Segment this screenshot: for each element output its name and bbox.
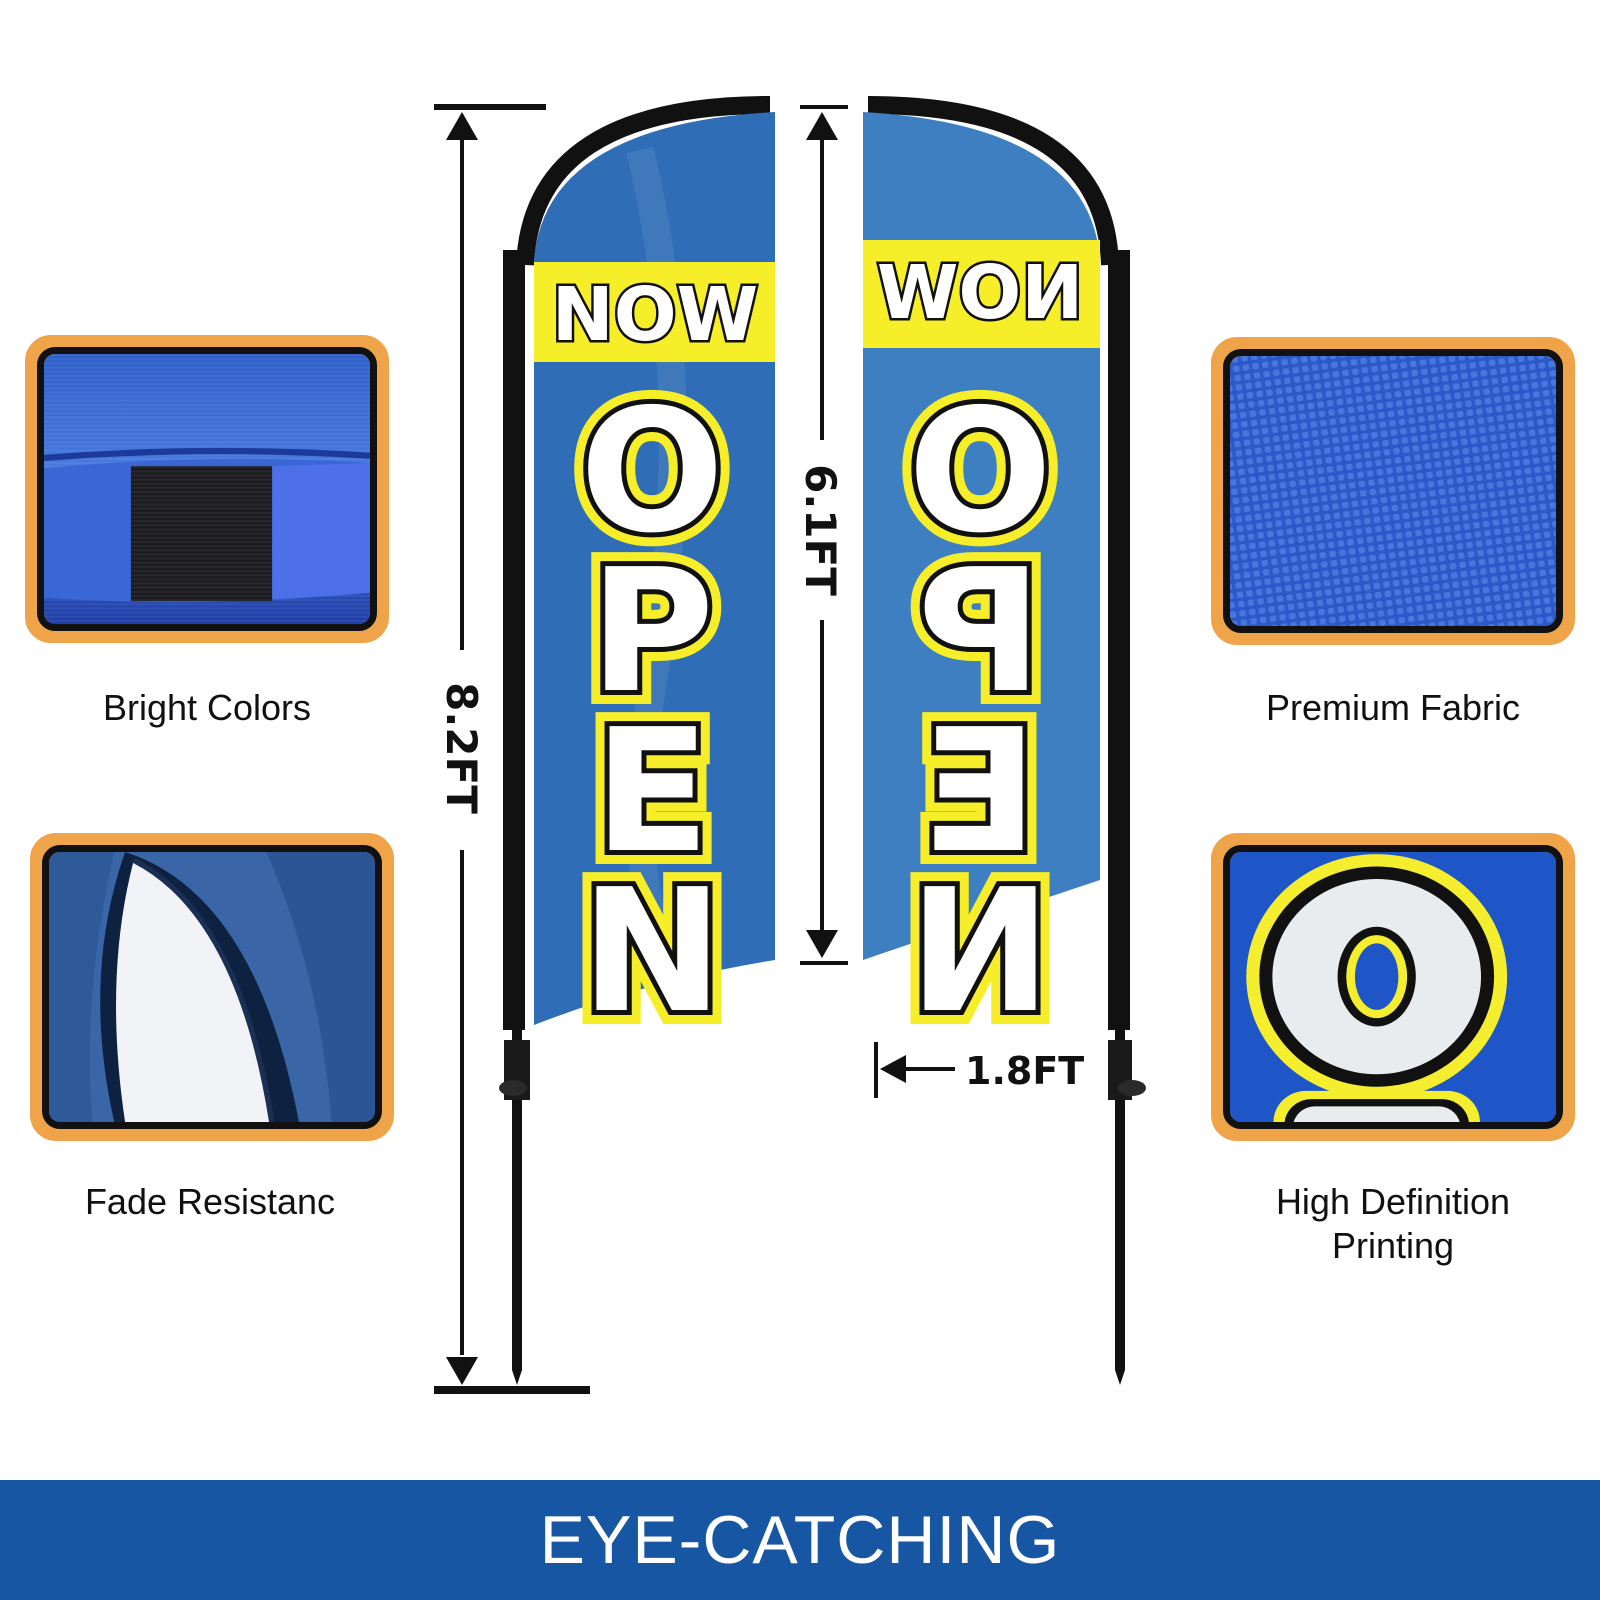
hd-printing-caption-line1: High Definition <box>1275 1181 1511 1222</box>
flag-front-letter-halo: E <box>594 693 710 891</box>
fade-resistance-caption: Fade Resistanc <box>84 1181 336 1222</box>
flag-diagram: 8.2FT 6.1FT 1.8FT NOW NOW <box>434 96 1146 1394</box>
flag-front: NOW <box>503 96 775 1030</box>
arrow-down-icon <box>806 930 838 958</box>
flag-back-letter-halo: P <box>918 533 1043 731</box>
flag-front-letter-halo: O <box>580 373 725 571</box>
flag-back: NOW <box>863 96 1130 1030</box>
total-height-label: 8.2FT <box>437 682 486 814</box>
bright-colors-swatch <box>37 347 377 631</box>
arrow-up-icon <box>806 112 838 140</box>
flag-poles <box>499 1030 1146 1385</box>
width-label: 1.8FT <box>965 1049 1084 1093</box>
arrow-left-icon <box>880 1055 906 1083</box>
hd-printing-card <box>1211 833 1575 1141</box>
flag-back-letter-halo: O <box>908 373 1053 571</box>
flag-front-main-letter-p: P <box>590 533 715 731</box>
flag-front-main-letter-n: N <box>581 853 723 1051</box>
flag-front-main-letter-e: E <box>594 693 710 891</box>
flag-front-letter-halo: N <box>581 853 723 1051</box>
flag-back-main-letter-n: N <box>909 853 1051 1051</box>
bright-colors-card <box>25 335 389 643</box>
hd-printing-caption-line2: Printing <box>1331 1225 1455 1266</box>
fade-resistance-swatch <box>42 845 382 1129</box>
total-height-dimension: 8.2FT <box>434 104 590 1394</box>
arrow-up-icon <box>446 112 478 140</box>
flag-back-letter-halo: N <box>909 853 1051 1051</box>
premium-fabric-card <box>1211 337 1575 645</box>
flag-front-top-word: NOW <box>552 272 758 358</box>
flag-back-main-letter-o: O <box>908 373 1053 571</box>
banner-text: EYE-CATCHING <box>539 1502 1061 1578</box>
hd-printing-swatch <box>1223 845 1563 1129</box>
flag-back-letter-halo: E <box>922 693 1038 891</box>
banner-height-dimension: 6.1FT <box>796 105 848 965</box>
width-dimension: 1.8FT <box>874 1042 1084 1098</box>
premium-fabric-swatch <box>1223 349 1563 633</box>
fade-resistance-card <box>30 833 394 1141</box>
flag-back-main-letter-e: E <box>922 693 1038 891</box>
flag-back-main-letter-p: P <box>918 533 1043 731</box>
bright-colors-caption: Bright Colors <box>102 687 312 728</box>
flag-front-letter-halo: P <box>590 533 715 731</box>
bottom-banner: EYE-CATCHING <box>0 1480 1600 1600</box>
flag-front-main-letter-o: O <box>580 373 725 571</box>
banner-height-label: 6.1FT <box>796 464 845 596</box>
arrow-down-icon <box>446 1357 478 1385</box>
premium-fabric-caption: Premium Fabric <box>1265 687 1521 728</box>
hd-printing-caption: High Definition Printing <box>1211 1180 1575 1268</box>
flag-back-top-word: NOW <box>877 250 1083 336</box>
